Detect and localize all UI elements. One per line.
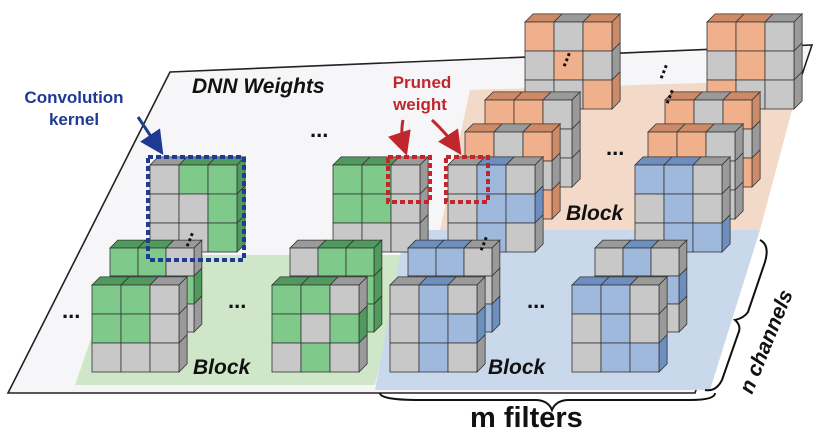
n-channels-label: n channels <box>735 287 797 397</box>
block-label-orange: Block <box>566 202 625 225</box>
ellipsis-vertical-orange: ... <box>652 83 679 107</box>
kernel-label: kernel <box>49 110 99 129</box>
ellipsis-orange-row: ... <box>606 135 624 160</box>
kernel-arrow <box>136 116 164 155</box>
pruned-arrow-1 <box>387 119 411 156</box>
cube-blue-front-1 <box>389 275 487 373</box>
ellipsis-vertical-mid: ... <box>466 230 493 254</box>
cube-green-front-2 <box>271 275 369 373</box>
ellipsis-green-row: ... <box>228 288 246 313</box>
pruned-arrow-2 <box>430 118 462 155</box>
m-filters-brace <box>379 392 716 413</box>
m-filters-label: m filters <box>470 402 583 431</box>
block-label-blue: Block <box>488 356 547 379</box>
cube-green-back-1 <box>149 155 247 253</box>
cubes-layer <box>91 12 804 373</box>
cube-green-front-1 <box>91 275 189 373</box>
ellipsis-left-row: ... <box>62 298 80 323</box>
ellipsis-vertical-top-right-1: ... <box>549 46 576 70</box>
ellipsis-blue-row: ... <box>527 288 545 313</box>
cube-blue-front-2 <box>571 275 669 373</box>
convolution-kernel-outline <box>146 155 246 262</box>
n-channels-brace <box>704 239 768 392</box>
cube-green-back-2 <box>332 155 430 253</box>
block-label-green: Block <box>193 356 252 379</box>
convolution-label: Convolution <box>24 88 123 107</box>
ellipsis-top-middle: ... <box>310 117 328 142</box>
pruned-weight-outline-2 <box>444 155 490 204</box>
pruned-label: Pruned <box>393 73 452 92</box>
ellipsis-vertical-top-right-2: ... <box>646 58 673 82</box>
cube-blue-back-2 <box>634 155 732 253</box>
cube-blue-back-1 <box>447 155 545 253</box>
pruned-weight-outline-1 <box>386 155 432 204</box>
diagram-title: DNN Weights <box>192 75 325 98</box>
ellipsis-vertical-kernel: ... <box>172 226 199 250</box>
weight-label: weight <box>392 95 447 114</box>
